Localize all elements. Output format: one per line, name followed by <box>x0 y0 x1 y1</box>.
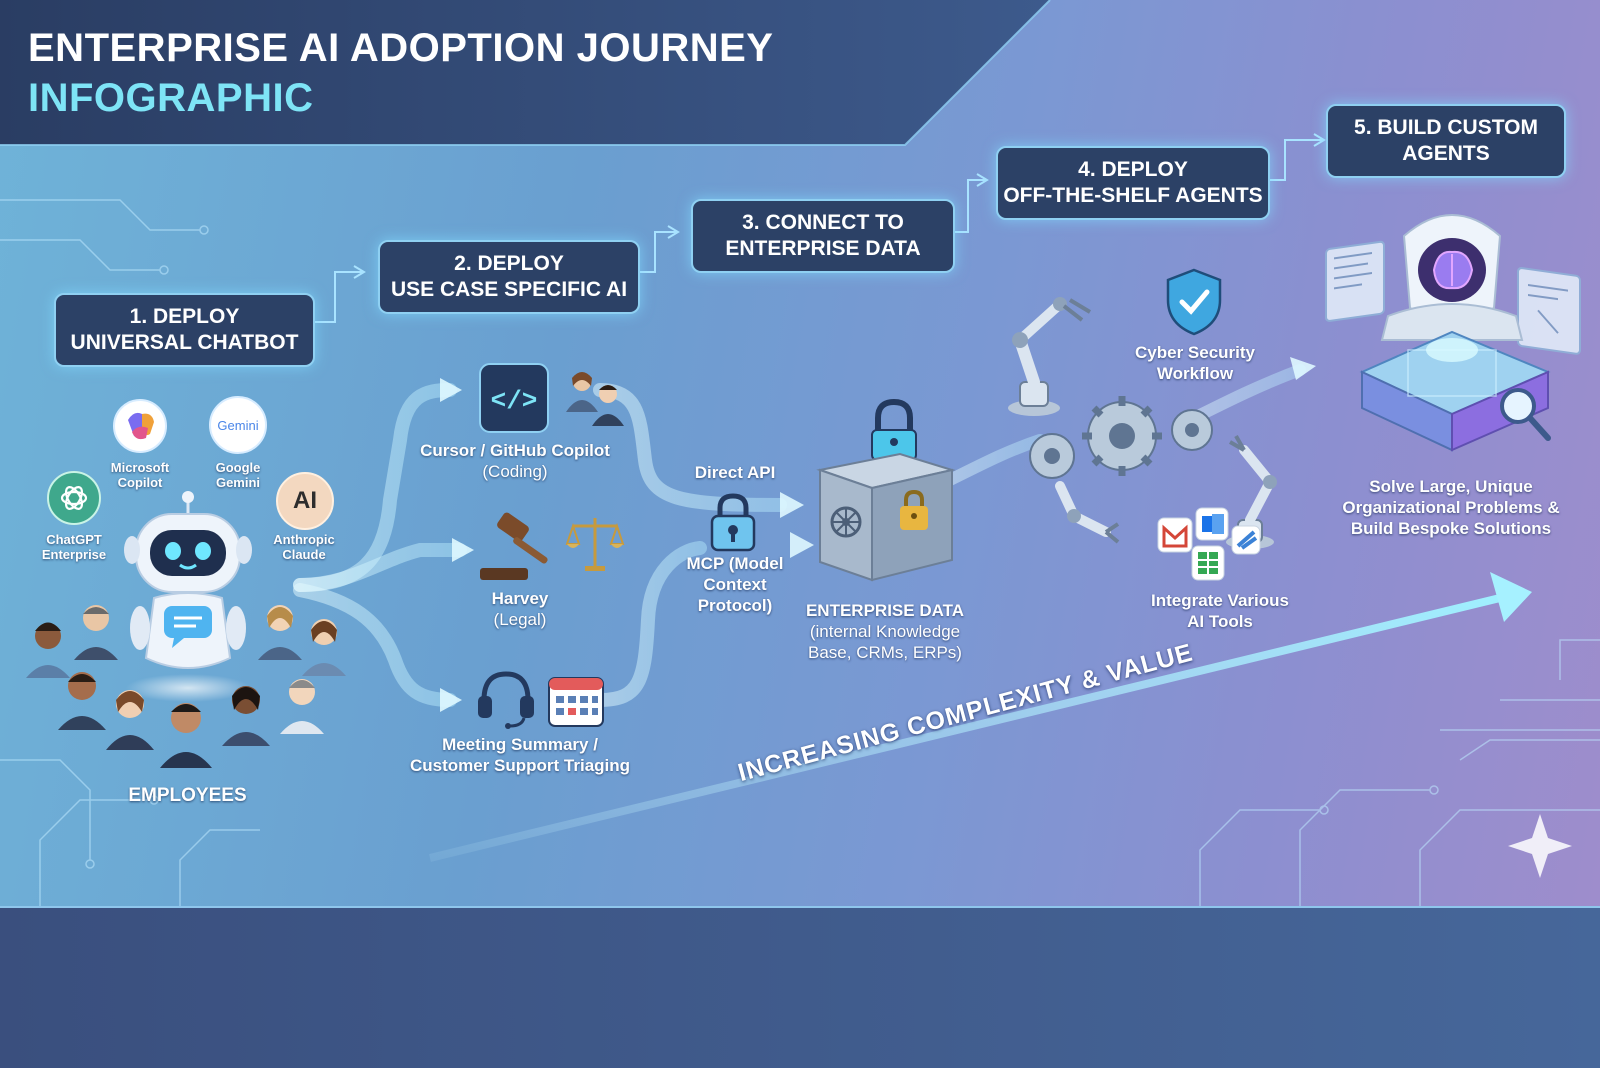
stage-4-box: 4. DEPLOY OFF-THE-SHELF AGENTS <box>996 146 1270 220</box>
code-icon: </> <box>479 363 549 433</box>
stage-5-box: 5. BUILD CUSTOM AGENTS <box>1326 104 1566 178</box>
stage-3-line1: 3. CONNECT TO <box>742 211 904 234</box>
calendar-icon <box>548 677 604 727</box>
padlock-icon <box>710 493 756 552</box>
enterprise-data-label: ENTERPRISE DATA (internal Knowledge Base… <box>805 601 965 662</box>
person-icon <box>26 622 70 678</box>
gemini-label: Google Gemini <box>215 460 261 490</box>
scales-icon <box>565 518 625 571</box>
integrate-tools-label: Integrate Various AI Tools <box>1151 591 1289 631</box>
legal-label: Harvey (Legal) <box>491 589 549 629</box>
stage-1-line1: 1. DEPLOY <box>129 305 240 328</box>
custom-agent-robot-icon <box>1325 214 1581 452</box>
stage-4-line1: 4. DEPLOY <box>1078 158 1188 181</box>
stage-3-box: 3. CONNECT TO ENTERPRISE DATA <box>691 199 955 273</box>
header-band <box>0 0 1050 145</box>
stage-5-line1: 5. BUILD CUSTOM <box>1354 116 1538 139</box>
employees-group-icon <box>26 605 346 768</box>
developers-icon <box>566 372 624 426</box>
meeting-support-label: Meeting Summary / Customer Support Triag… <box>409 735 631 775</box>
stage-1-box: 1. DEPLOY UNIVERSAL CHATBOT <box>54 293 315 367</box>
google-gemini-icon: Gemini <box>209 396 267 454</box>
circuit-traces <box>0 199 1600 906</box>
employees-label: EMPLOYEES <box>128 785 247 806</box>
stage-2-line1: 2. DEPLOY <box>454 252 564 275</box>
stage-2-line2: USE CASE SPECIFIC AI <box>390 278 628 301</box>
shield-check-icon <box>1166 268 1222 336</box>
copilot-label: Microsoft Copilot <box>110 460 170 490</box>
sparkle-icon <box>1508 814 1572 878</box>
stage-connectors <box>312 133 1326 323</box>
chatgpt-label: ChatGPT Enterprise <box>41 532 107 562</box>
robot-gripper-icon <box>1055 481 1120 544</box>
stage-2-box: 2. DEPLOY USE CASE SPECIFIC AI <box>378 240 640 314</box>
ai-tools-apps-icon <box>1157 507 1261 581</box>
gears-icon <box>1029 396 1213 479</box>
mcp-label: MCP (Model Context Protocol) <box>686 554 784 615</box>
stage-4-line2: OFF-THE-SHELF AGENTS <box>1003 184 1263 207</box>
gavel-icon <box>480 512 548 580</box>
anthropic-claude-icon: AI <box>276 472 334 530</box>
custom-agents-label: Solve Large, Unique Organizational Probl… <box>1342 477 1560 538</box>
enterprise-data-safe-icon <box>816 398 956 582</box>
trend-arrowhead <box>1490 572 1532 622</box>
page-title: ENTERPRISE AI ADOPTION JOURNEY <box>28 26 774 70</box>
stage-3-line2: ENTERPRISE DATA <box>725 237 921 260</box>
direct-api-label: Direct API <box>694 463 776 482</box>
coding-label: Cursor / GitHub Copilot (Coding) <box>420 441 610 481</box>
stage-1-line2: UNIVERSAL CHATBOT <box>70 331 299 354</box>
trend-arrow <box>429 594 1501 862</box>
headset-icon <box>478 671 534 729</box>
anthropic-label: Anthropic Claude <box>273 532 335 562</box>
svg-text:</>: </> <box>491 386 538 416</box>
microsoft-copilot-icon <box>113 399 167 453</box>
robotic-arm-icon <box>1008 297 1092 416</box>
footer-band <box>0 906 1600 1068</box>
page-subtitle: INFOGRAPHIC <box>28 76 314 120</box>
stage-5-line2: AGENTS <box>1402 142 1490 165</box>
infographic-canvas: ENTERPRISE AI ADOPTION JOURNEY INFOGRAPH… <box>0 0 1600 906</box>
cyber-security-label: Cyber Security Workflow <box>1135 343 1255 383</box>
chatgpt-icon <box>47 471 101 525</box>
chatbot-robot-icon <box>124 491 252 702</box>
